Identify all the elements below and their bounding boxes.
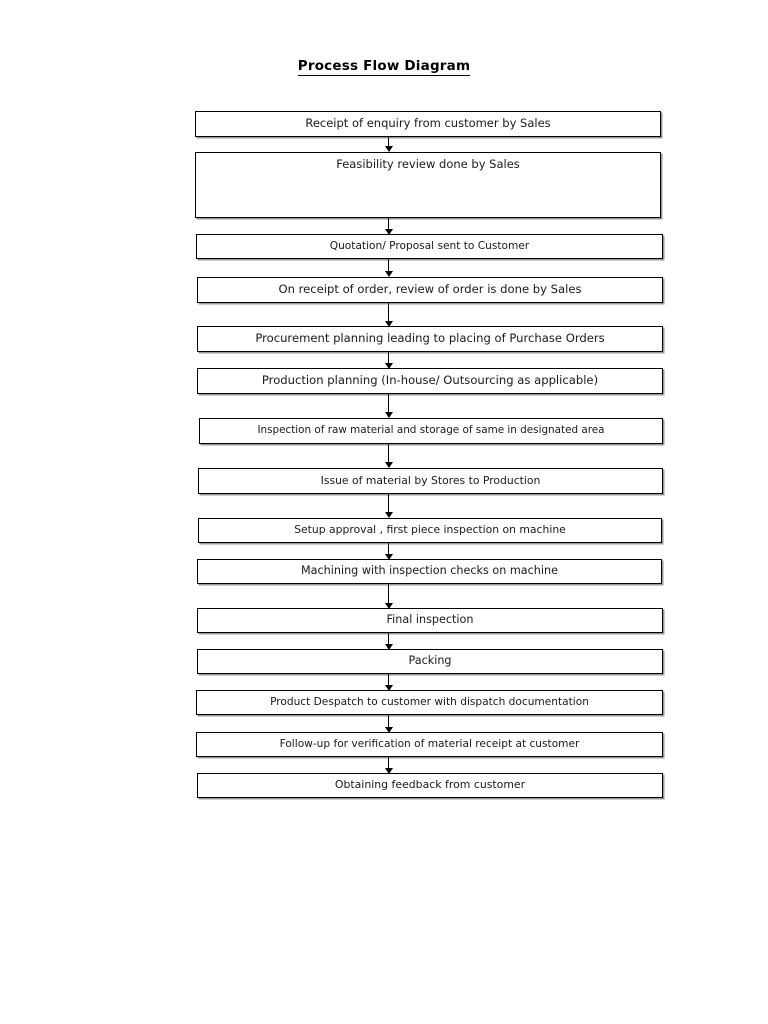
flow-node-label: Feasibility review done by Sales: [336, 157, 520, 171]
flow-connector-11-to-12: [383, 633, 395, 650]
flow-connector-5-to-6: [383, 352, 395, 369]
flow-node-step-13[interactable]: Product Despatch to customer with dispat…: [196, 690, 663, 715]
flow-node-label: Setup approval , first piece inspection …: [294, 523, 566, 537]
flow-node-label: Procurement planning leading to placing …: [255, 331, 605, 346]
flow-node-step-14[interactable]: Follow-up for verification of material r…: [196, 732, 663, 757]
flow-node-step-1[interactable]: Receipt of enquiry from customer by Sale…: [195, 111, 661, 137]
flow-node-label: Product Despatch to customer with dispat…: [270, 696, 589, 709]
flow-node-step-4[interactable]: On receipt of order, review of order is …: [197, 277, 663, 303]
flow-node-label: Quotation/ Proposal sent to Customer: [329, 240, 530, 253]
flow-node-step-7[interactable]: Inspection of raw material and storage o…: [199, 418, 663, 444]
flow-node-step-2[interactable]: Feasibility review done by Sales: [195, 152, 661, 218]
page-title: Process Flow Diagram: [0, 58, 768, 76]
page-title-text: Process Flow Diagram: [297, 58, 471, 76]
flow-node-label: On receipt of order, review of order is …: [278, 282, 582, 297]
flow-connector-12-to-13: [383, 674, 395, 691]
flow-node-label: Receipt of enquiry from customer by Sale…: [305, 116, 551, 131]
flow-connector-4-to-5: [383, 303, 395, 327]
flow-node-label: Production planning (In-house/ Outsourci…: [261, 373, 599, 388]
flow-node-label: Inspection of raw material and storage o…: [257, 424, 605, 437]
flow-node-step-10[interactable]: Machining with inspection checks on mach…: [197, 559, 662, 584]
flow-node-step-5[interactable]: Procurement planning leading to placing …: [197, 326, 663, 352]
flow-connector-1-to-2: [383, 137, 395, 152]
flow-connector-13-to-14: [383, 715, 395, 733]
flow-node-step-11[interactable]: Final inspection: [197, 608, 663, 633]
flow-node-label: Follow-up for verification of material r…: [279, 738, 580, 751]
flow-connector-9-to-10: [383, 543, 395, 560]
flow-node-label: Machining with inspection checks on mach…: [301, 564, 558, 578]
flow-connector-7-to-8: [383, 444, 395, 468]
flow-connector-3-to-4: [383, 259, 395, 277]
flow-connector-14-to-15: [383, 757, 395, 774]
flow-node-step-12[interactable]: Packing: [197, 649, 663, 674]
flow-connector-10-to-11: [383, 584, 395, 609]
flow-node-step-6[interactable]: Production planning (In-house/ Outsourci…: [197, 368, 663, 394]
flow-node-label: Final inspection: [386, 613, 474, 627]
flow-node-step-15[interactable]: Obtaining feedback from customer: [197, 773, 663, 798]
flow-connector-6-to-7: [383, 394, 395, 418]
flow-connector-2-to-3: [383, 218, 395, 235]
flow-node-label: Packing: [408, 654, 452, 668]
flow-node-step-8[interactable]: Issue of material by Stores to Productio…: [198, 468, 663, 494]
flow-node-step-9[interactable]: Setup approval , first piece inspection …: [198, 518, 662, 543]
flow-node-step-3[interactable]: Quotation/ Proposal sent to Customer: [196, 234, 663, 259]
flow-connector-8-to-9: [383, 494, 395, 518]
flow-node-label: Issue of material by Stores to Productio…: [320, 473, 541, 487]
flow-node-label: Obtaining feedback from customer: [334, 778, 526, 792]
